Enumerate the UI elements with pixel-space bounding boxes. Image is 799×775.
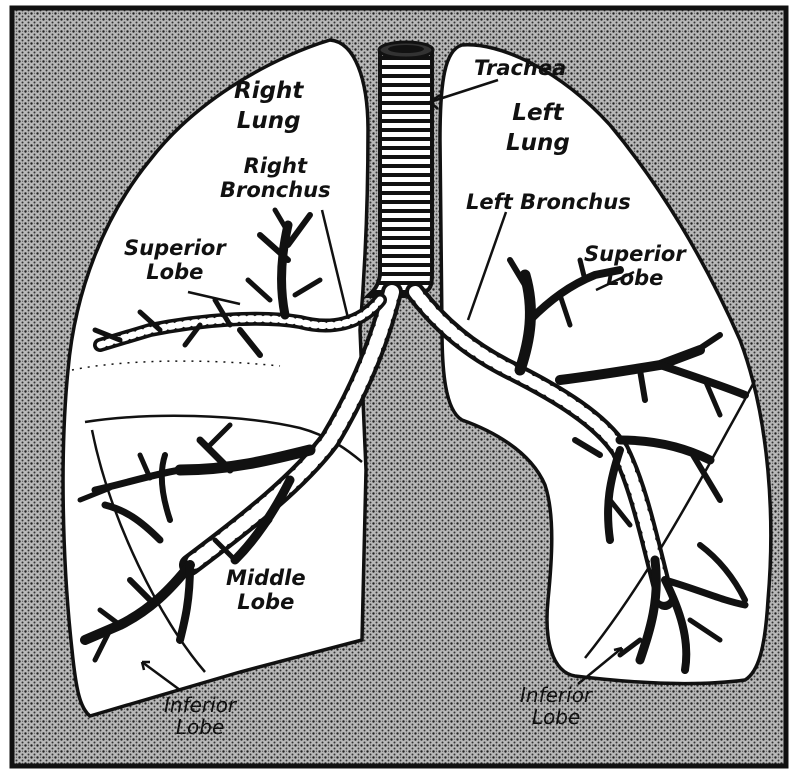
left-bronchus-label: Left Bronchus xyxy=(466,190,631,214)
superior-lobe-right-label-line1: Superior xyxy=(124,236,226,260)
superior-lobe-right-label: Superior Lobe xyxy=(124,236,226,284)
left-lung-label-line2: Lung xyxy=(506,130,570,156)
right-bronchus-leader xyxy=(320,209,350,319)
inferior-lobe-right-label-line2: Lobe xyxy=(175,715,225,739)
inferior-lobe-left-label-line2: Lobe xyxy=(531,705,581,729)
left-lung-label: Left Lung xyxy=(506,98,570,158)
superior-lobe-right-leader xyxy=(187,290,241,306)
left-bronchus-leader xyxy=(466,211,508,321)
inferior-lobe-right-label-line1: Inferior xyxy=(164,693,237,717)
left-bronchial-tree xyxy=(405,257,749,674)
trachea-leader xyxy=(429,78,499,104)
trachea xyxy=(363,40,435,298)
right-lung-outline xyxy=(61,38,370,718)
right-lung-label-line1: Right xyxy=(234,78,304,104)
leader-lines xyxy=(140,78,635,692)
right-lung-label: Right Lung xyxy=(234,76,303,136)
right-horizontal-fissure xyxy=(84,414,363,463)
right-lung-label-line2: Lung xyxy=(236,108,301,134)
superior-lobe-right-label-line2: Lobe xyxy=(146,260,204,284)
inferior-lobe-left-label-line1: Inferior xyxy=(520,683,593,707)
trachea-label: Trachea xyxy=(474,56,567,80)
inferior-lobe-right-label: Inferior Lobe xyxy=(164,694,236,738)
superior-lobe-left-label-line1: Superior xyxy=(584,242,686,266)
middle-lobe-label-line2: Lobe xyxy=(237,590,295,614)
inferior-lobe-left-label: Inferior Lobe xyxy=(520,684,592,728)
inferior-lobe-right-leader xyxy=(141,660,181,692)
superior-lobe-left-label: Superior Lobe xyxy=(584,242,686,290)
right-bronchial-tree xyxy=(77,207,403,663)
inferior-lobe-left-leader xyxy=(577,647,623,685)
right-oblique-fissure xyxy=(90,429,206,673)
superior-lobe-left-label-line2: Lobe xyxy=(606,266,664,290)
left-lung-label-line1: Left xyxy=(512,100,564,126)
superior-lobe-left-leader xyxy=(595,270,635,292)
right-bronchus-label: Right Bronchus xyxy=(220,154,331,202)
right-bronchus-label-line2: Bronchus xyxy=(220,178,331,202)
right-bronchus-label-line1: Right xyxy=(243,154,307,178)
left-lung-outline xyxy=(438,43,773,686)
middle-lobe-label-line1: Middle xyxy=(226,566,306,590)
middle-lobe-label: Middle Lobe xyxy=(226,566,306,614)
